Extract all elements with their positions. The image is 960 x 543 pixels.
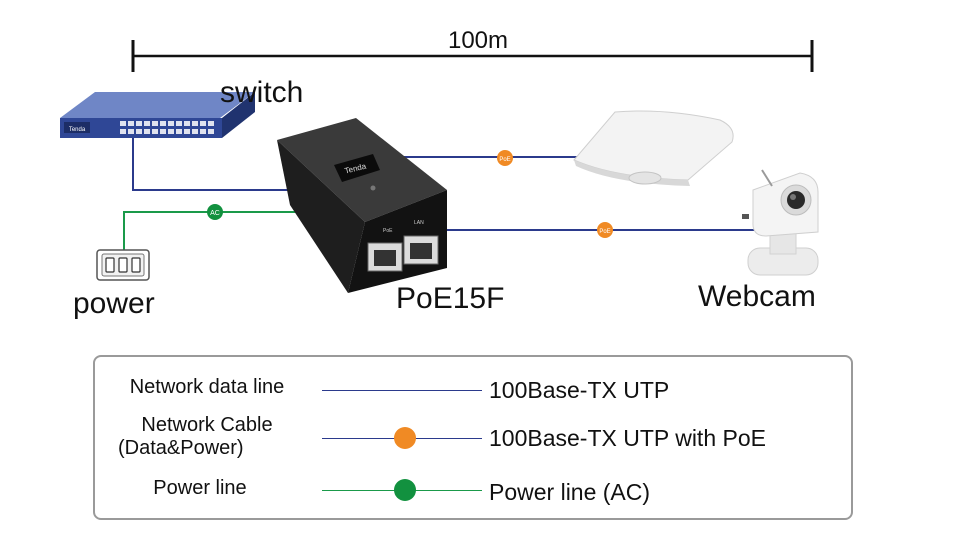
legend-label-power-line: Power line (153, 477, 247, 499)
legend-desc-data-line: 100Base-TX UTP (489, 377, 670, 403)
legend-swatch-power-dot (394, 479, 416, 501)
port-poe-label: PoE (383, 228, 393, 234)
legend (93, 355, 853, 520)
poe-badge-text: PoE (499, 157, 510, 163)
ac-badge: AC (207, 204, 223, 220)
legend-swatch-poe-dot (394, 427, 416, 449)
poe-badge-text: PoE (599, 229, 610, 235)
power-label: power (73, 287, 155, 320)
poe-badge-webcam: PoE (597, 222, 613, 238)
webcam-label: Webcam (698, 280, 816, 313)
legend-label-poe-cable-line1: Network Cable (141, 414, 273, 436)
distance-label: 100m (448, 27, 508, 54)
access-point-device (573, 110, 734, 186)
poe-injector-device: Tenda PoE LAN (277, 118, 447, 293)
legend-desc-power-line: Power line (AC) (489, 479, 651, 505)
injector-label: PoE15F (396, 282, 504, 315)
data-line-switch-injector (132, 135, 290, 191)
poe-badge-access-point: PoE (497, 150, 513, 166)
power-socket-icon (96, 249, 150, 281)
legend-swatch-data-line (322, 390, 482, 391)
webcam-device (742, 169, 819, 276)
switch-label: switch (220, 76, 303, 109)
power-line-ac (123, 211, 300, 250)
switch-device: Tenda (60, 92, 255, 138)
legend-desc-poe-cable: 100Base-TX UTP with PoE (489, 425, 766, 451)
distance-dimension: 100m (131, 27, 814, 72)
port-lan-label: LAN (414, 220, 424, 226)
ac-badge-text: AC (210, 210, 220, 217)
switch-brand: Tenda (69, 127, 86, 133)
legend-label-poe-cable: Network Cable (Data&Power) (100, 414, 314, 460)
legend-label-data-line: Network data line (129, 376, 285, 398)
legend-label-poe-cable-line2: (Data&Power) (118, 437, 244, 459)
